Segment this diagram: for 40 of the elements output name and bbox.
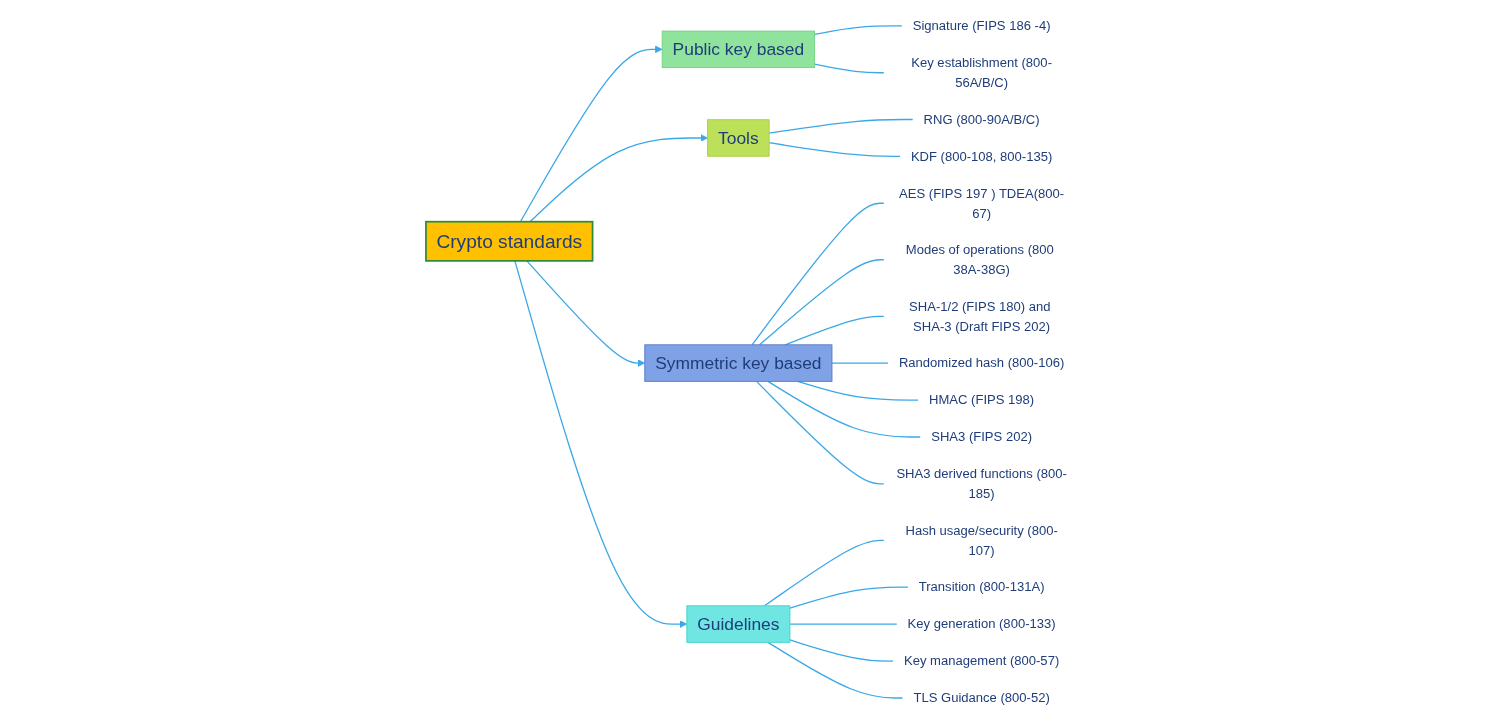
- connector: [767, 641, 905, 699]
- node-text: Key management (800-57): [904, 653, 1060, 668]
- connector: [814, 63, 886, 74]
- arrow: [529, 134, 709, 223]
- node-text: TLS Guidance (800-52): [913, 689, 1051, 705]
- node-text: AES (FIPS 197 ) TDEA(800-67): [899, 185, 1065, 220]
- connector: [768, 118, 915, 134]
- node-text: Transition (800-131A): [919, 579, 1045, 594]
- connector: [764, 539, 886, 607]
- node-text: Randomized hash (800-106): [899, 355, 1065, 370]
- connector: [756, 380, 886, 485]
- node-box: Guidelines: [686, 605, 791, 643]
- node-text: Key establishment (800-56A/B/C): [911, 54, 1053, 90]
- arrow: [520, 45, 663, 223]
- node-box: Public key based: [662, 30, 816, 69]
- connector: [785, 315, 886, 346]
- connector: [768, 142, 902, 158]
- node-box: Crypto standards: [425, 220, 594, 262]
- arrow: [526, 260, 646, 367]
- connector: [814, 25, 904, 36]
- node-text: KDF (800-108, 800-135): [911, 148, 1053, 164]
- node-box: Tools: [707, 119, 771, 157]
- node-text: RNG (800-90A/B/C): [924, 111, 1041, 127]
- node-text: SHA-1/2 (FIPS 180) and SHA-3 (Draft FIPS 202): [909, 298, 1051, 333]
- arrow: [514, 260, 688, 628]
- node-text: SHA3 (FIPS 202): [931, 428, 1033, 444]
- node-text: Modes of operations (800 38A-38G): [906, 241, 1055, 277]
- connector: [789, 639, 895, 662]
- node-text: HMAC (FIPS 198): [929, 392, 1035, 407]
- node-text: Hash usage/security (800-107): [905, 522, 1059, 557]
- node-text: Key generation (800-133): [908, 616, 1057, 631]
- connector: [831, 362, 890, 364]
- connector: [789, 623, 899, 625]
- connector: [751, 202, 886, 346]
- node-text: SHA3 derived functions (800-185): [896, 465, 1068, 501]
- connector: [789, 586, 910, 609]
- node-text: Signature (FIPS 186 -4): [913, 17, 1052, 33]
- connector: [759, 259, 886, 346]
- node-box: Symmetric key based: [644, 344, 833, 382]
- connector: [767, 380, 922, 438]
